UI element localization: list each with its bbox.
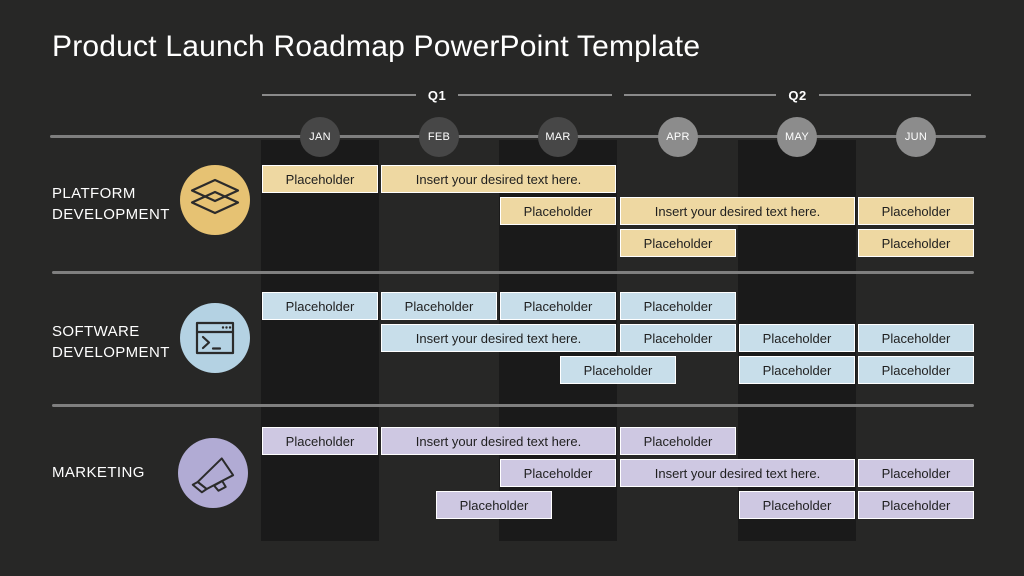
task-bar-marketing[interactable]: Placeholder (620, 427, 736, 455)
task-bar-marketing[interactable]: Placeholder (858, 459, 974, 487)
task-bar-platform-development[interactable]: Insert your desired text here. (620, 197, 855, 225)
task-bar-platform-development[interactable]: Placeholder (262, 165, 378, 193)
column-stripe-jan (261, 140, 379, 541)
layers-icon (190, 178, 240, 215)
task-bar-marketing[interactable]: Placeholder (262, 427, 378, 455)
row-divider-2 (52, 404, 974, 407)
row-icon-circle-platform (180, 165, 250, 235)
task-bar-software-development[interactable]: Placeholder (262, 292, 378, 320)
quarter-header-q2: Q2 (624, 87, 971, 103)
row-icon-circle-software (180, 303, 250, 373)
month-marker-feb: FEB (419, 117, 459, 157)
megaphone-icon (191, 457, 235, 494)
task-bar-software-development[interactable]: Placeholder (739, 356, 855, 384)
row-label-platform-development: PLATFORM DEVELOPMENT (52, 185, 170, 223)
task-bar-platform-development[interactable]: Placeholder (500, 197, 616, 225)
row-label-marketing: MARKETING (52, 464, 145, 481)
task-bar-marketing[interactable]: Placeholder (739, 491, 855, 519)
month-marker-jan: JAN (300, 117, 340, 157)
quarter-label-q1: Q1 (427, 87, 447, 103)
task-bar-platform-development[interactable]: Insert your desired text here. (381, 165, 616, 193)
quarter-line-right (818, 94, 971, 96)
task-bar-platform-development[interactable]: Placeholder (858, 197, 974, 225)
task-bar-software-development[interactable]: Placeholder (858, 324, 974, 352)
task-bar-software-development[interactable]: Insert your desired text here. (381, 324, 616, 352)
month-marker-apr: APR (658, 117, 698, 157)
timeline-axis (50, 135, 986, 138)
task-bar-marketing[interactable]: Placeholder (858, 491, 974, 519)
quarter-line-right (458, 94, 612, 96)
task-bar-platform-development[interactable]: Placeholder (858, 229, 974, 257)
quarter-line-left (624, 94, 777, 96)
task-bar-software-development[interactable]: Placeholder (500, 292, 616, 320)
month-marker-may: MAY (777, 117, 817, 157)
task-bar-software-development[interactable]: Placeholder (739, 324, 855, 352)
quarter-header-q1: Q1 (262, 87, 612, 103)
quarter-label-q2: Q2 (788, 87, 807, 103)
task-bar-software-development[interactable]: Placeholder (560, 356, 676, 384)
task-bar-software-development[interactable]: Placeholder (620, 292, 736, 320)
row-divider-1 (52, 271, 974, 274)
quarter-line-left (262, 94, 416, 96)
task-bar-software-development[interactable]: Placeholder (381, 292, 497, 320)
month-marker-mar: MAR (538, 117, 578, 157)
task-bar-marketing[interactable]: Placeholder (500, 459, 616, 487)
task-bar-software-development[interactable]: Placeholder (858, 356, 974, 384)
task-bar-software-development[interactable]: Placeholder (620, 324, 736, 352)
task-bar-marketing[interactable]: Insert your desired text here. (620, 459, 855, 487)
row-icon-circle-marketing (178, 438, 248, 508)
terminal-window-icon (195, 321, 235, 355)
month-marker-jun: JUN (896, 117, 936, 157)
task-bar-marketing[interactable]: Insert your desired text here. (381, 427, 616, 455)
row-label-software-development: SOFTWARE DEVELOPMENT (52, 323, 170, 361)
task-bar-platform-development[interactable]: Placeholder (620, 229, 736, 257)
task-bar-marketing[interactable]: Placeholder (436, 491, 552, 519)
slide-title: Product Launch Roadmap PowerPoint Templa… (52, 30, 701, 63)
